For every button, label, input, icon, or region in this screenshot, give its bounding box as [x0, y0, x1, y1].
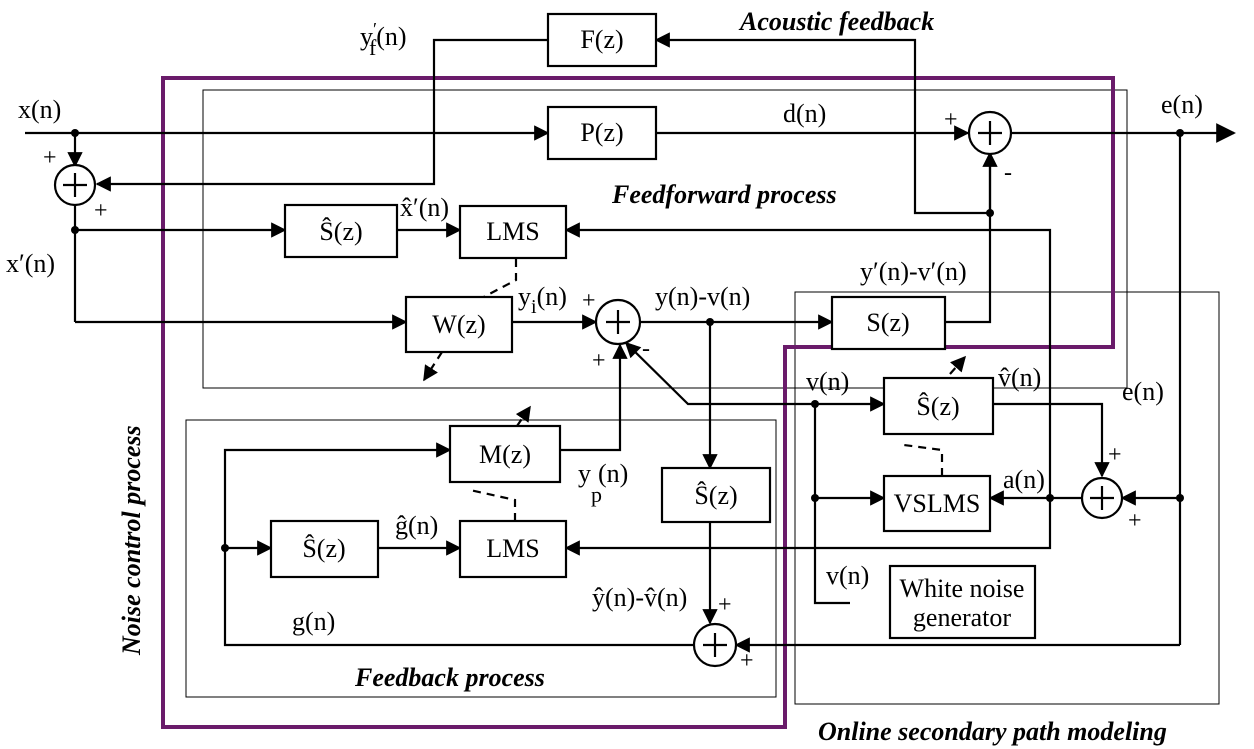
- shat-mod-label: Ŝ(z): [916, 392, 959, 421]
- dash-M-arrow: [515, 405, 531, 427]
- d-label: d(n): [783, 99, 826, 128]
- sign-plus-sum1-right: +: [94, 198, 108, 224]
- sign-plus-sum4-top: +: [718, 592, 732, 618]
- ghat-label: ĝ(n): [395, 511, 438, 540]
- wire-feedback-to-F: [654, 32, 990, 215]
- dash-vslms-to-shat: [903, 443, 944, 476]
- feedback-region: [185, 419, 777, 698]
- xprime-label: x′(n): [6, 249, 55, 278]
- yi-label: yi(n): [518, 282, 567, 318]
- sum-error-model: [1080, 476, 1124, 520]
- yprime-minus-vprime-label: y′(n)-v′(n): [860, 257, 967, 286]
- dash-shat-arrow: [949, 355, 967, 375]
- S-block: [830, 295, 947, 351]
- M-label: M(z): [479, 440, 531, 469]
- vslms-block: [882, 474, 992, 533]
- sign-plus-sum1-top: +: [43, 145, 57, 171]
- g-label: g(n): [292, 607, 335, 636]
- wire-a-to-lms-ff: [564, 222, 1052, 498]
- F-block: [546, 12, 658, 68]
- a-label: a(n): [1003, 465, 1045, 494]
- shat-fb-label: Ŝ(z): [302, 534, 345, 563]
- sign-plus-sum2-bottom: +: [592, 348, 606, 374]
- F-label: F(z): [580, 25, 623, 54]
- lms-fb-block: [458, 519, 568, 579]
- sign-plus-main: +: [944, 107, 958, 133]
- feedback-title: Feedback process: [354, 663, 545, 692]
- white-noise-label-1: White noise: [900, 574, 1025, 603]
- sign-minus-main: -: [1004, 160, 1012, 186]
- vslms-label: VSLMS: [894, 489, 981, 518]
- xhat-prime-label: x̂′(n): [400, 193, 449, 222]
- wire-v-to-sum2: [624, 341, 815, 406]
- W-label: W(z): [432, 310, 485, 339]
- shat-fb-vert-block: [660, 466, 772, 524]
- noise-control-title: Noise control process: [117, 425, 146, 656]
- v-label-1: v(n): [806, 367, 849, 396]
- lms-ff-label: LMS: [486, 217, 539, 246]
- sign-minus-sum2: -: [642, 336, 650, 362]
- v-label-2: v(n): [826, 561, 869, 590]
- shat-mod-block: [882, 376, 995, 436]
- W-block: [404, 295, 514, 354]
- lms-fb-label: LMS: [486, 534, 539, 563]
- sign-plus-sum2-left: +: [582, 288, 596, 314]
- sign-plus-sum3-top: +: [1108, 442, 1122, 468]
- lms-ff-block: [458, 204, 568, 260]
- e-right-label: e(n): [1122, 377, 1164, 406]
- feedforward-region: [202, 89, 1128, 389]
- sum-control: [594, 298, 642, 346]
- wire-vhat-to-sum3: [993, 402, 1110, 478]
- shat-ff-block: [283, 203, 399, 259]
- sum-main: [967, 110, 1013, 156]
- x-label: x(n): [18, 95, 61, 124]
- sum-feedback: [692, 622, 738, 668]
- S-label: S(z): [866, 308, 909, 337]
- wire-noise-up: [813, 404, 850, 605]
- white-noise-label-2: generator: [913, 603, 1012, 632]
- yhat-minus-vhat-label: ŷ(n)-v̂(n): [592, 583, 687, 612]
- vhat-label: v̂(n): [998, 363, 1041, 392]
- sum-input: [53, 163, 97, 207]
- P-label: P(z): [580, 118, 623, 147]
- sign-plus-sum4-right: +: [740, 648, 754, 674]
- shat-ff-label: Ŝ(z): [319, 217, 362, 246]
- wire-a-to-lms-fb: [564, 498, 1052, 556]
- P-block: [546, 105, 658, 161]
- sign-plus-sum3-right: +: [1128, 508, 1142, 534]
- dash-W-arrow: [423, 351, 443, 382]
- yf-label: y′f(n): [360, 19, 407, 60]
- wire-M-to-sum2: [560, 343, 628, 452]
- shat-fb-block: [269, 519, 380, 579]
- yp-label: yp(n): [578, 459, 628, 507]
- online-modeling-title: Online secondary path modeling: [818, 717, 1167, 746]
- shat-fb-vert-label: Ŝ(z): [694, 481, 737, 510]
- acoustic-feedback-title: Acoustic feedback: [738, 7, 934, 36]
- wire-S-to-sum: [945, 151, 998, 324]
- dash-lms-to-W: [477, 259, 518, 301]
- M-block: [448, 424, 562, 484]
- feedforward-title: Feedforward process: [611, 180, 837, 209]
- dash-lms-to-M: [469, 488, 517, 521]
- y-minus-v-label: y(n)-v(n): [655, 282, 750, 311]
- wire-F-to-sum1: [95, 38, 548, 192]
- online-modeling-region: [794, 291, 1220, 705]
- e-top-label: e(n): [1161, 90, 1203, 119]
- noise-control-region: [161, 76, 1115, 729]
- white-noise-block: [888, 564, 1037, 640]
